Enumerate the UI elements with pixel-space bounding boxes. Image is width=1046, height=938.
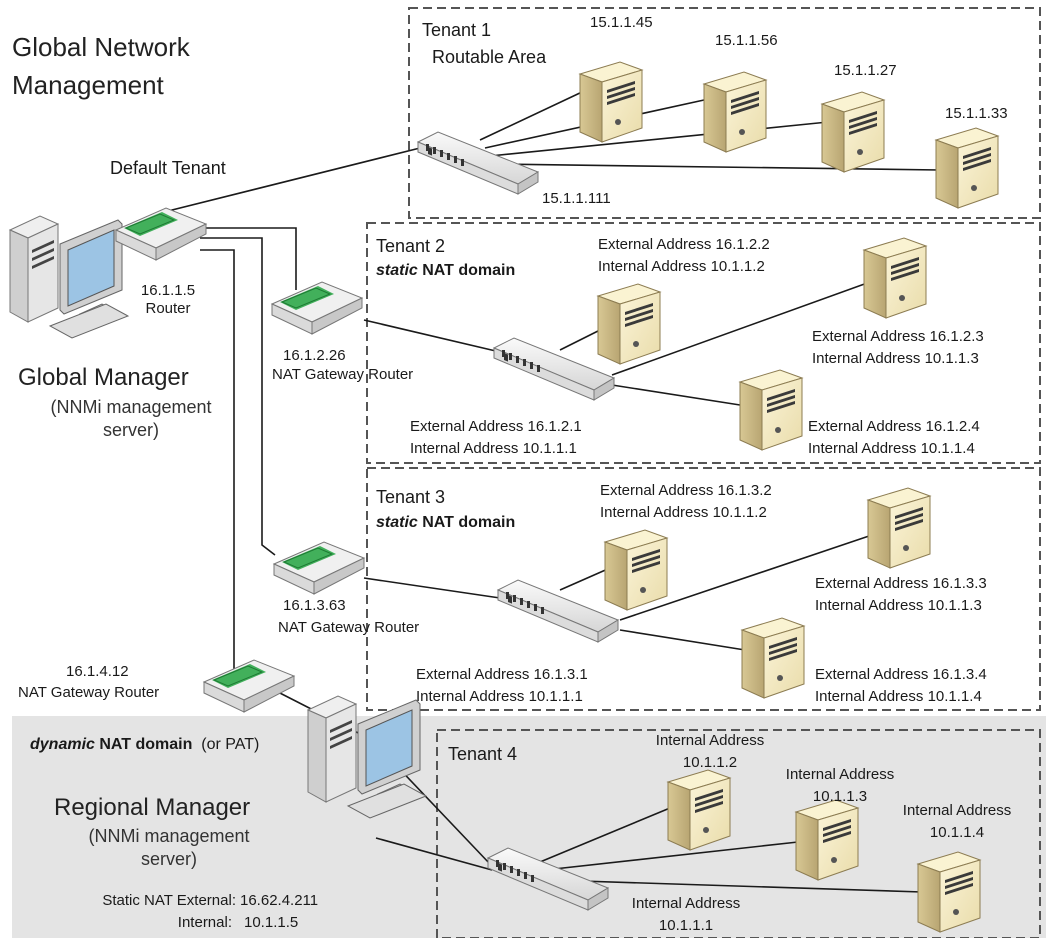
server-icon: [795, 799, 859, 881]
server-icon: [821, 91, 885, 173]
regional-manager-title: Regional Manager: [54, 794, 251, 821]
tenant2-sw-int: Internal Address 10.1.1.1: [410, 440, 577, 457]
tenant2-s1-int: Internal Address 10.1.1.2: [598, 258, 765, 275]
nat-gw4-label: NAT Gateway Router: [18, 684, 160, 701]
nat-gw2-ip: 16.1.2.26: [283, 347, 346, 364]
tenant2-box: [366, 222, 1041, 464]
tenant2-s2-int: Internal Address 10.1.1.3: [812, 350, 979, 367]
server-icon: [863, 237, 927, 319]
server-icon: [935, 127, 999, 209]
tenant3-name: Tenant 3: [376, 487, 446, 507]
regional-int-value: 10.1.1.5: [244, 914, 299, 931]
tenant3-s2-ext: External Address 16.1.3.3: [815, 575, 987, 592]
tenant1-name: Tenant 1: [422, 20, 492, 40]
router-icon: [115, 207, 207, 261]
tenant4-s1-l2: 10.1.1.2: [682, 754, 738, 771]
tenant1-area: Routable Area: [432, 47, 547, 67]
dynamic-domain-em: dynamic: [30, 736, 95, 753]
nat-gw3-ip: 16.1.3.63: [283, 597, 346, 614]
nat-gw4-ip: 16.1.4.12: [66, 663, 129, 680]
server-icon: [579, 61, 643, 143]
global-manager-workstation: [9, 215, 129, 339]
regional-int-label: Internal:: [177, 914, 232, 931]
dynamic-domain-label: dynamic NAT domain (or PAT): [30, 736, 259, 753]
regional-manager-sub1: (NNMi management: [88, 826, 250, 846]
server-icon: [917, 851, 981, 933]
tenant3-switch-icon: [497, 579, 619, 643]
tenant2-domain-rest: NAT domain: [417, 262, 516, 279]
server-icon: [667, 769, 731, 851]
tenant4-sw-l1: Internal Address: [631, 895, 741, 912]
tenant3-s2-int: Internal Address 10.1.1.3: [815, 597, 982, 614]
tenant1-server3-ip: 15.1.1.27: [834, 62, 897, 79]
tenant4-s3-l1: Internal Address: [902, 802, 1012, 819]
regional-ext-value: 16.62.4.211: [240, 892, 319, 909]
dynamic-domain-paren: (or PAT): [201, 736, 260, 753]
default-tenant-label: Default Tenant: [110, 158, 226, 178]
regional-manager-sub2: server): [140, 849, 197, 869]
title-line1: Global Network: [12, 32, 190, 62]
regional-manager-workstation: [307, 695, 427, 819]
tenant2-domain-em: static: [376, 262, 418, 279]
tenant4-name: Tenant 4: [448, 744, 518, 764]
tenant4-s1-l1: Internal Address: [655, 732, 765, 749]
nat-gateway3-icon: [273, 541, 365, 595]
dynamic-nat-region: [12, 716, 1046, 938]
tenant2-sw-ext: External Address 16.1.2.1: [410, 418, 582, 435]
tenant3-s1-int: Internal Address 10.1.1.2: [600, 504, 767, 521]
regional-ext-label: Static NAT External:: [102, 892, 236, 909]
nat-gw2-label: NAT Gateway Router: [272, 366, 414, 383]
server-icon: [597, 283, 661, 365]
router-label: Router: [145, 300, 191, 317]
tenant3-sw-ext: External Address 16.1.3.1: [416, 666, 588, 683]
global-manager-sub1: (NNMi management: [50, 397, 212, 417]
tenant2-s3-int: Internal Address 10.1.1.4: [808, 440, 975, 457]
tenant3-domain: static NAT domain: [376, 514, 515, 531]
tenant1-switch-icon: [417, 131, 539, 195]
tenant2-s3-ext: External Address 16.1.2.4: [808, 418, 980, 435]
tenant2-s1-ext: External Address 16.1.2.2: [598, 236, 770, 253]
tenant3-sw-int: Internal Address 10.1.1.1: [416, 688, 583, 705]
tenant3-domain-em: static: [376, 514, 418, 531]
tenant1-server1-ip: 15.1.1.45: [590, 14, 653, 31]
tenant2-name: Tenant 2: [376, 236, 446, 256]
tenant1-switch-ip: 15.1.1.111: [542, 190, 611, 207]
tenant3-s3-int: Internal Address 10.1.1.4: [815, 688, 982, 705]
tenant3-domain-rest: NAT domain: [417, 514, 516, 531]
title-line2: Management: [12, 70, 164, 100]
tenant4-sw-l2: 10.1.1.1: [658, 917, 714, 934]
nat-gateway4-icon: [203, 659, 295, 713]
tenant4-s2-l1: Internal Address: [785, 766, 895, 783]
tenant2-domain: static NAT domain: [376, 262, 515, 279]
nat-gw3-label: NAT Gateway Router: [278, 619, 420, 636]
tenant1-box: [408, 7, 1041, 219]
tenant1-server4-ip: 15.1.1.33: [945, 105, 1008, 122]
tenant4-s3-l2: 10.1.1.4: [929, 824, 985, 841]
tenant2-s2-ext: External Address 16.1.2.3: [812, 328, 984, 345]
server-icon: [739, 369, 803, 451]
global-manager-title: Global Manager: [18, 364, 189, 391]
tenant1-server2-ip: 15.1.1.56: [715, 32, 778, 49]
router-ip: 16.1.1.5: [140, 282, 196, 299]
dynamic-domain-rest: NAT domain: [94, 736, 193, 753]
nat-gateway2-icon: [271, 281, 363, 335]
tenant4-box: [436, 729, 1041, 938]
tenant3-box: [366, 467, 1041, 711]
global-manager-sub2: server): [102, 420, 159, 440]
server-icon: [867, 487, 931, 569]
tenant2-switch-icon: [493, 337, 615, 401]
server-icon: [703, 71, 767, 153]
tenant3-s1-ext: External Address 16.1.3.2: [600, 482, 772, 499]
server-icon: [741, 617, 805, 699]
tenant3-s3-ext: External Address 16.1.3.4: [815, 666, 987, 683]
tenant4-s2-l2: 10.1.1.3: [812, 788, 868, 805]
server-icon: [604, 529, 668, 611]
